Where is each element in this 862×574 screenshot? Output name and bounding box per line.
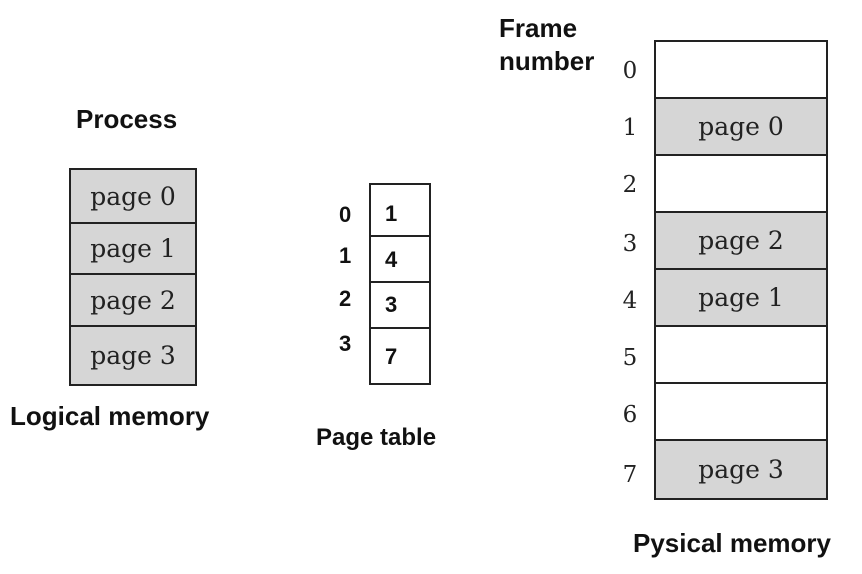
physical-frame-2 (656, 156, 826, 213)
logical-page-2: page 2 (71, 275, 195, 327)
logical-page-3: page 3 (90, 341, 176, 370)
frame-number-header: Frame number (499, 12, 594, 78)
page-table-index-2: 2 (339, 286, 352, 311)
page-table-index-0: 0 (339, 202, 352, 227)
frame-number-0: 0 (622, 58, 638, 84)
physical-frame-0 (656, 42, 826, 99)
page-table-index-3: 3 (339, 331, 352, 356)
physical-memory-block: page 0 page 2 page 1 page 3 (654, 40, 828, 500)
frame-number-2: 2 (622, 172, 638, 198)
page-table-frame-1: 4 (385, 247, 398, 272)
physical-frame-1: page 0 (656, 99, 826, 156)
process-title: Process (76, 104, 178, 134)
frame-number-1: 1 (622, 115, 638, 141)
page-table: 1 4 3 7 (369, 183, 431, 385)
logical-page-1: page 1 (71, 224, 195, 275)
frame-number-3: 3 (622, 231, 638, 257)
frame-number-header-line2: number (499, 46, 595, 76)
frame-number-6: 6 (622, 402, 638, 428)
page-table-index-1: 1 (339, 243, 352, 268)
page-table-label: Page table (316, 424, 437, 451)
frame-number-7: 7 (622, 462, 638, 488)
physical-frame-4: page 1 (656, 270, 826, 327)
frame-number-4: 4 (622, 288, 638, 314)
page-table-entry-1: 4 (371, 237, 429, 283)
physical-frame-6 (656, 384, 826, 441)
physical-memory-label: Pysical memory (633, 528, 832, 558)
logical-page-0: page 0 (71, 170, 195, 224)
physical-frame-7: page 3 (656, 441, 826, 498)
page-table-entry-2: 3 (371, 283, 429, 329)
page-table-frame-0: 1 (385, 201, 398, 226)
physical-frame-3: page 2 (656, 213, 826, 270)
page-table-frame-3: 7 (385, 344, 398, 369)
logical-memory-block: page 0 page 1 page 2 page 3 (69, 168, 197, 386)
page-table-frame-2: 3 (385, 292, 398, 317)
physical-frame-5 (656, 327, 826, 384)
frame-number-header-line1: Frame (499, 13, 578, 43)
frame-number-5: 5 (622, 345, 638, 371)
page-table-entry-3: 7 (371, 329, 429, 383)
page-table-entry-0: 1 (371, 185, 429, 237)
logical-memory-label: Logical memory (10, 401, 210, 431)
